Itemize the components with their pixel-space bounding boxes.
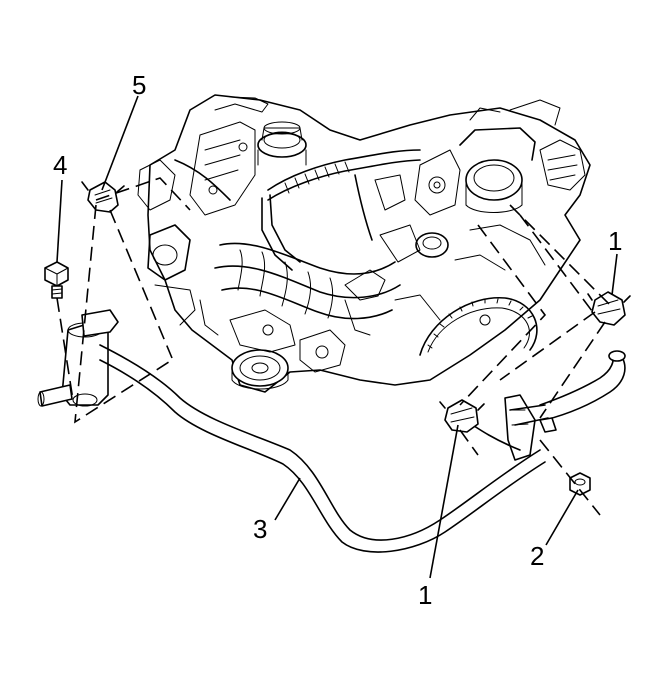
assembly-dashed-lines	[56, 177, 611, 516]
callout-2: 2	[530, 541, 545, 571]
flexplate	[419, 297, 538, 356]
hose-clip-1-upper	[587, 291, 631, 326]
callout-5: 5	[132, 70, 147, 100]
callout-1-lower: 1	[418, 580, 433, 610]
nut-2	[569, 472, 591, 496]
throttle-body	[414, 127, 536, 258]
bolt-4	[44, 261, 69, 299]
engine-assembly	[137, 94, 591, 393]
heater-pipe-assembly	[37, 309, 626, 553]
callout-1-upper: 1	[608, 226, 623, 256]
accessory-pulley	[231, 349, 289, 390]
intake-manifold	[214, 242, 401, 320]
wiring-harness	[261, 149, 421, 271]
callout-4: 4	[53, 150, 68, 180]
thermostat-housing	[137, 159, 196, 326]
hose-clip-1-lower	[439, 399, 485, 433]
reservoir-cap	[257, 121, 307, 166]
leader-lines	[56, 95, 618, 579]
callout-3: 3	[253, 514, 268, 544]
